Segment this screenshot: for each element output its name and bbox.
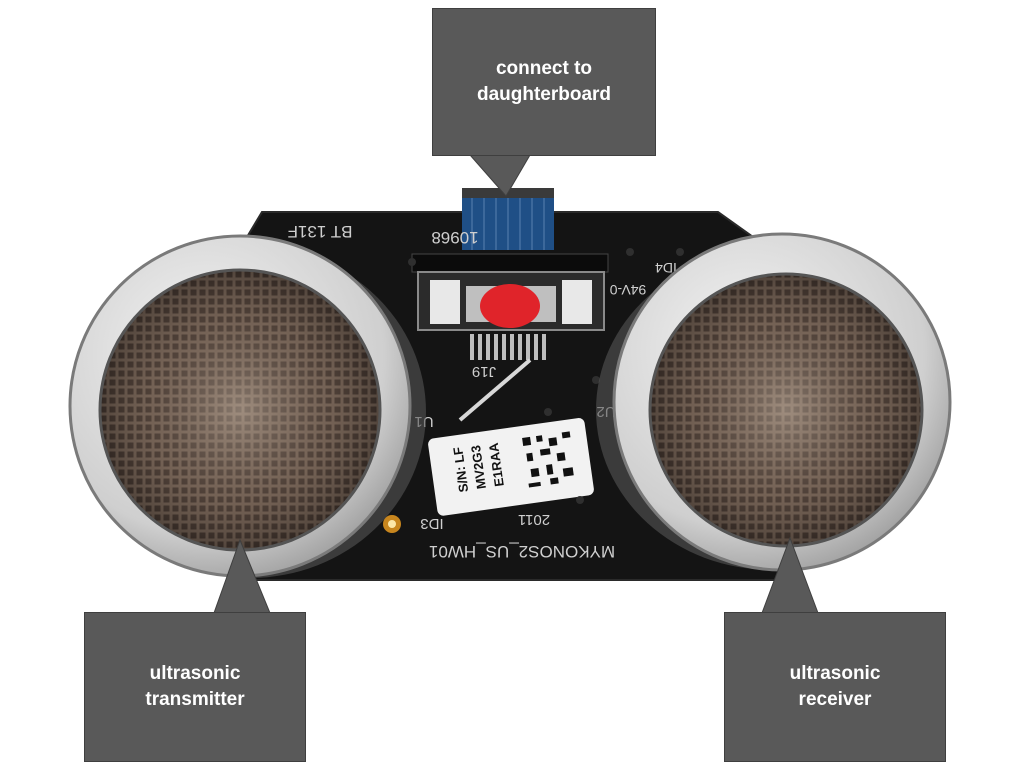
callout-receiver-line1: ultrasonic xyxy=(789,663,881,684)
silk-j19: J19 xyxy=(472,363,496,380)
callout-transmitter: ultrasonic transmitter xyxy=(84,612,306,762)
silk-id4: ID4 xyxy=(655,260,677,276)
callout-transmitter-line2: transmitter xyxy=(145,689,245,710)
callout-transmitter-line1: ultrasonic xyxy=(149,663,241,684)
serial-label: S/N: LF MV2G3 E1RAA xyxy=(428,418,594,516)
callout-daughterboard-line1: connect to xyxy=(495,58,593,79)
callout-receiver-line2: receiver xyxy=(798,689,872,710)
connector-red-tab xyxy=(480,284,540,328)
ultrasonic-receiver-sensor xyxy=(596,232,952,572)
silk-94v: 94V-0 xyxy=(609,282,646,298)
label-mv: MV2G3 xyxy=(468,444,489,490)
callout-daughterboard: connect to daughterboard xyxy=(432,8,656,156)
label-e1: E1RAA xyxy=(486,441,507,487)
label-sn: S/N: LF xyxy=(450,446,471,493)
silk-top-left: BT 131F xyxy=(288,222,353,241)
silk-top-number: 10968 xyxy=(431,228,478,247)
silk-model: MYKONOS2_US_HW01 xyxy=(429,542,615,561)
ultrasonic-transmitter-sensor xyxy=(68,234,426,578)
callout-daughterboard-line2: daughterboard xyxy=(476,84,612,105)
connector-j19 xyxy=(411,253,609,360)
silk-year: 2011 xyxy=(518,511,550,528)
callout-receiver: ultrasonic receiver xyxy=(724,612,946,762)
silk-id3: ID3 xyxy=(420,515,443,532)
